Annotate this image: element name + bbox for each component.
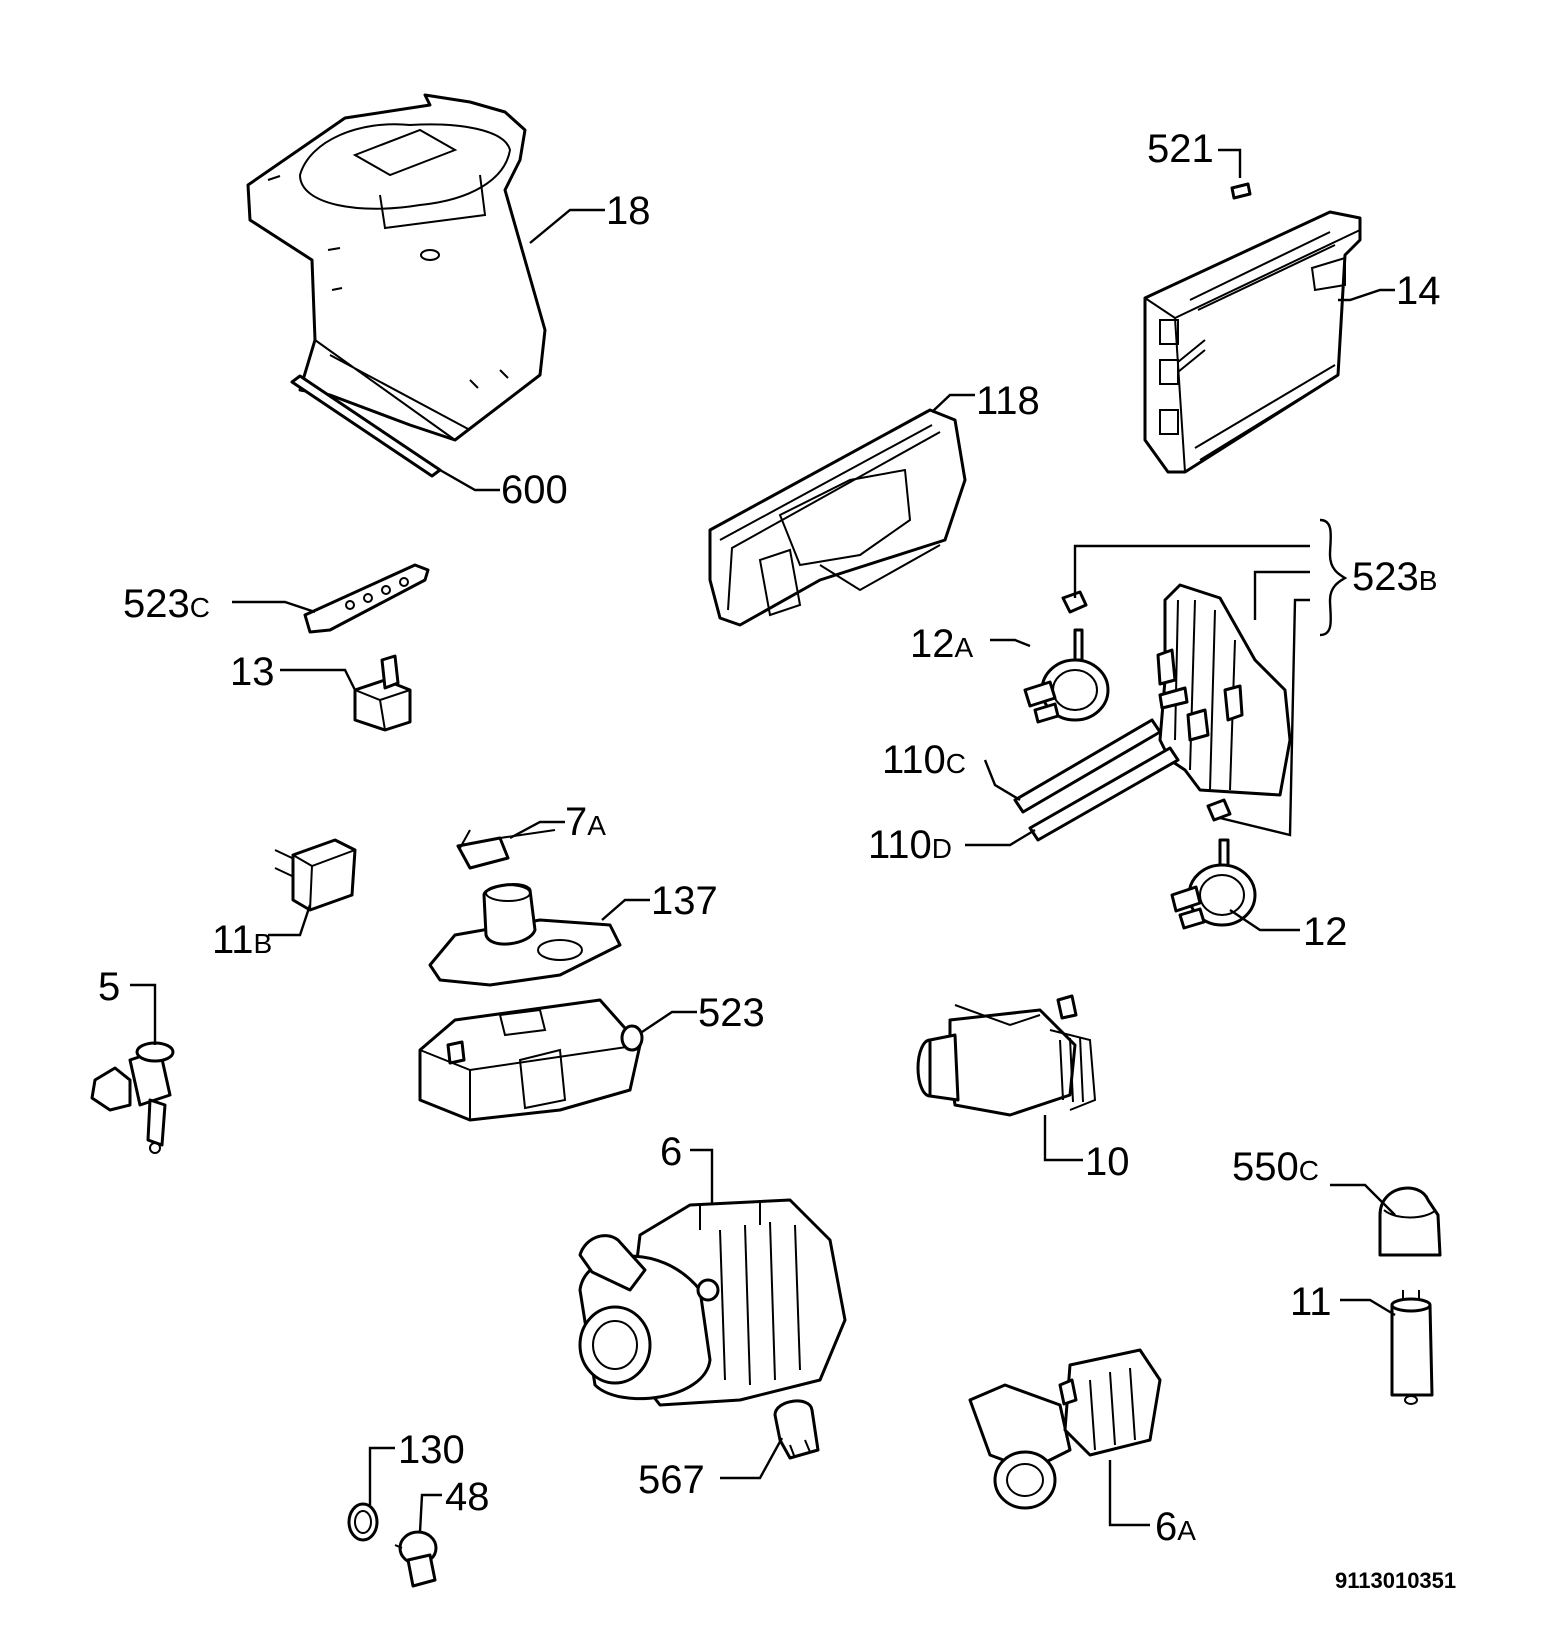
label-12: 12 <box>1303 910 1348 954</box>
label-110d: 110D <box>868 823 952 867</box>
drawing-number: 9113010351 <box>1335 1568 1456 1593</box>
label-5: 5 <box>98 965 120 1009</box>
label-600: 600 <box>501 468 568 512</box>
part-10-heater <box>916 994 1097 1117</box>
part-130-seal <box>347 1502 379 1542</box>
label-521: 521 <box>1147 127 1214 171</box>
label-14: 14 <box>1396 269 1441 313</box>
part-12-pressure-switch <box>1170 798 1257 930</box>
label-6: 6 <box>660 1130 682 1174</box>
part-18-cover <box>246 93 547 442</box>
part-118-dispenser <box>708 408 967 627</box>
label-118: 118 <box>976 379 1040 423</box>
label-13: 13 <box>230 650 275 694</box>
part-550c-cap <box>1378 1186 1442 1257</box>
part-523c-bracket <box>303 563 430 634</box>
part-6-pump-motor <box>578 1198 847 1407</box>
label-18: 18 <box>606 189 651 233</box>
part-7a-clip <box>456 829 556 870</box>
part-labels: 18 600 521 14 118 523C 13 523B 12A 110C … <box>98 127 1456 1593</box>
label-48: 48 <box>445 1475 490 1519</box>
part-13-switch <box>353 654 412 732</box>
part-110c-hose <box>1013 718 1162 814</box>
part-12a-pressure-switch <box>1023 590 1110 724</box>
leader-lines <box>130 148 1396 1533</box>
part-6a-drain-pump <box>968 1348 1162 1510</box>
label-550c: 550C <box>1232 1145 1319 1189</box>
part-5-inlet-valve <box>90 1041 175 1154</box>
label-11b: 11B <box>212 918 272 962</box>
part-567-clip <box>773 1399 820 1460</box>
label-523: 523 <box>698 991 765 1035</box>
label-567: 567 <box>638 1458 705 1502</box>
part-14-electronic-module <box>1143 210 1362 474</box>
label-137: 137 <box>651 879 718 923</box>
part-521-clip <box>1230 182 1252 200</box>
label-523c: 523C <box>123 582 210 626</box>
label-7a: 7A <box>565 800 606 844</box>
label-11: 11 <box>1290 1280 1332 1324</box>
label-130: 130 <box>398 1428 465 1472</box>
part-11b-relay <box>274 838 357 912</box>
label-523b: 523B <box>1352 555 1437 599</box>
part-523b-holder <box>1156 583 1292 797</box>
part-523-housing <box>418 998 644 1122</box>
label-110c: 110C <box>882 738 966 782</box>
label-6a: 6A <box>1155 1505 1196 1549</box>
part-137-base <box>428 883 622 987</box>
part-110d-hose <box>1028 746 1180 842</box>
label-10: 10 <box>1085 1140 1130 1184</box>
label-12a: 12A <box>910 622 974 666</box>
part-11-capacitor <box>1390 1290 1434 1405</box>
part-48-plug <box>394 1530 438 1588</box>
